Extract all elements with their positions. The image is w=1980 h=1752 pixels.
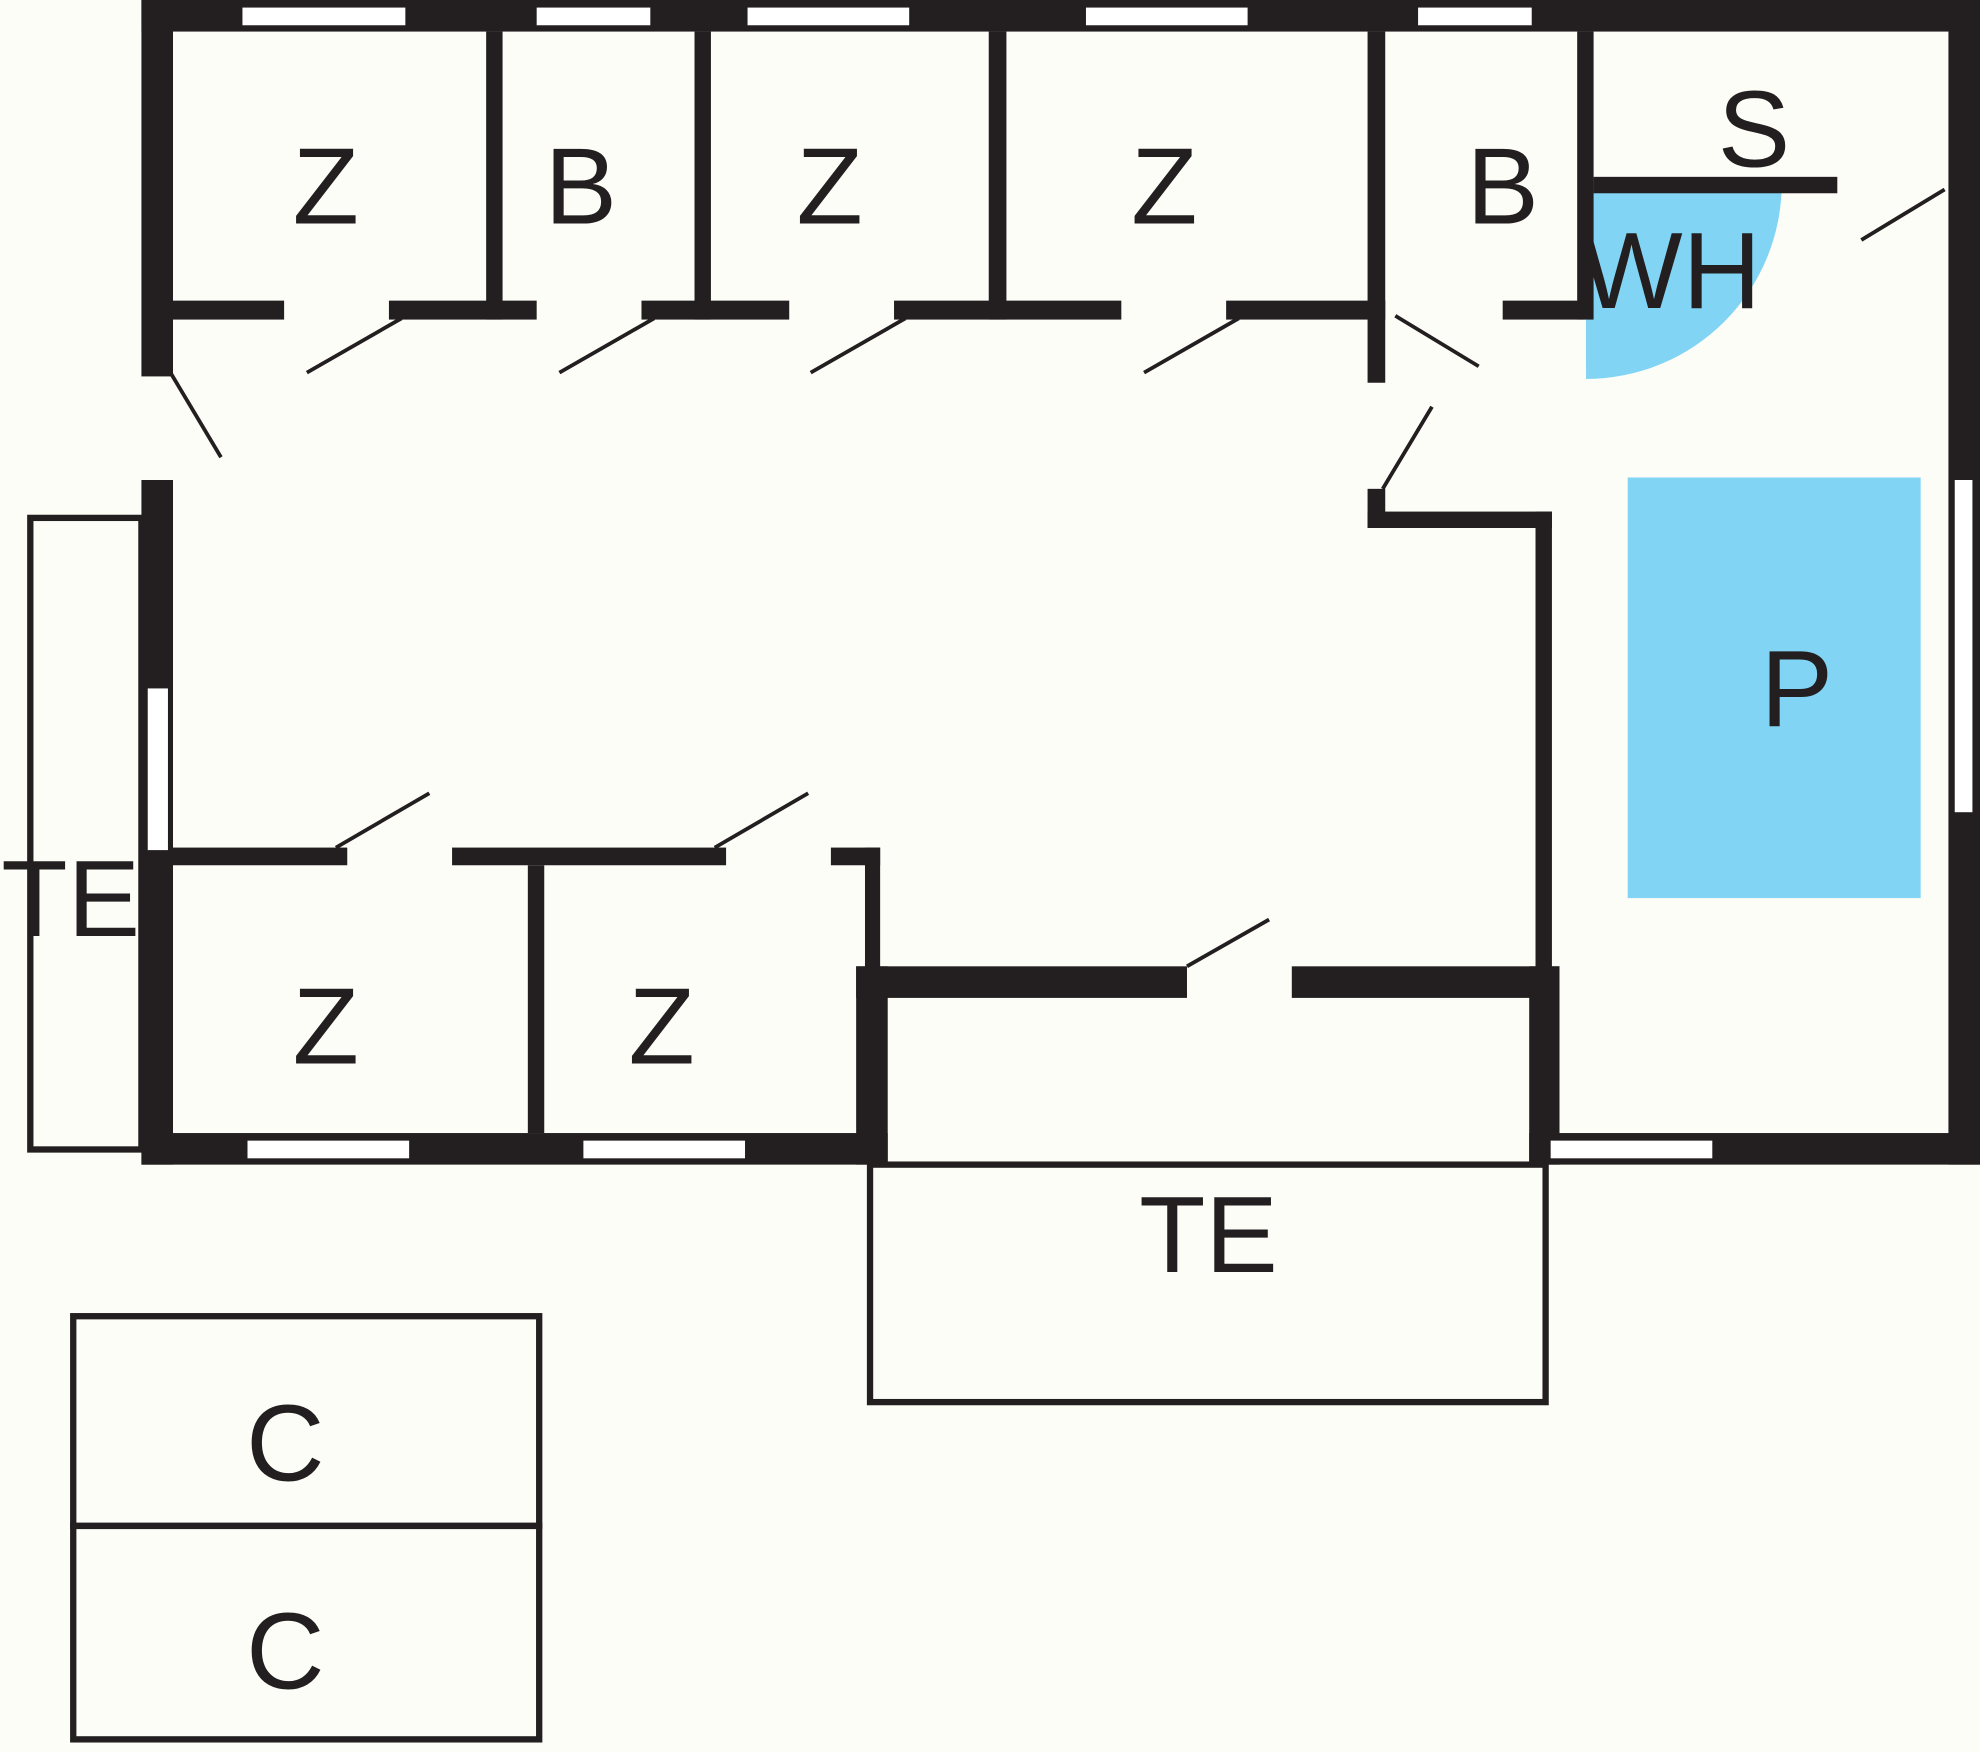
- room-label-wh: WH: [1580, 211, 1761, 332]
- room-label-te: TE: [1, 839, 140, 960]
- room-label-b: B: [1466, 126, 1538, 247]
- room-label-z: Z: [796, 126, 862, 247]
- outbuildings: [27, 514, 1549, 1743]
- doors: [168, 187, 1946, 968]
- room-label-c: C: [246, 1383, 324, 1504]
- room-label-b: B: [545, 126, 617, 247]
- room-label-c: C: [246, 1592, 324, 1713]
- p-area: [1627, 477, 1921, 899]
- wh-area: [1586, 183, 1782, 379]
- room-label-z: Z: [293, 966, 359, 1087]
- room-label-z: Z: [629, 966, 695, 1087]
- room-label-te: TE: [1139, 1175, 1278, 1296]
- room-label-z: Z: [293, 126, 359, 247]
- windows: [147, 7, 1973, 1159]
- room-label-p: P: [1761, 629, 1833, 750]
- room-label-z: Z: [1131, 126, 1197, 247]
- room-label-s: S: [1718, 70, 1790, 191]
